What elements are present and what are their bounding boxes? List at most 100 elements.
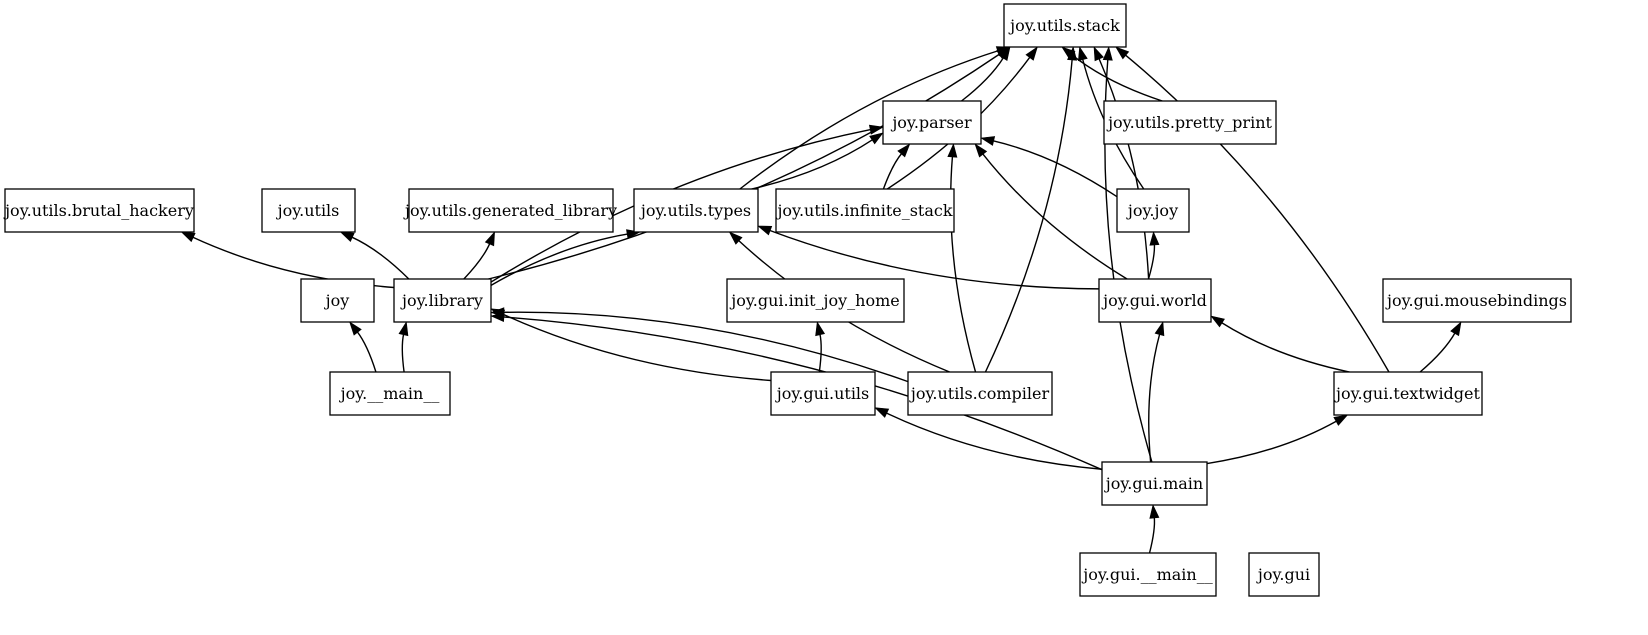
- node-box: [408, 188, 614, 233]
- node-box: [393, 278, 492, 323]
- node-joy-gui-main[interactable]: joy.gui.main: [1101, 461, 1208, 506]
- node-joy-main[interactable]: joy.__main__: [329, 371, 451, 416]
- edge-joy-library-to-joy-utils: [351, 236, 410, 280]
- node-box: [1003, 3, 1127, 48]
- node-label: joy: [324, 291, 350, 310]
- node-joy-joy[interactable]: joy.joy: [1116, 188, 1190, 233]
- node-joy-utils-stack[interactable]: joy.utils.stack: [1003, 3, 1127, 48]
- node-box: [1079, 552, 1217, 597]
- node-box: [1116, 188, 1190, 233]
- edge-joy-gui-world-to-joy-utils-types: [768, 229, 1100, 290]
- node-layer: joy.utils.stack joy.parser joy.utils.prett…: [3, 3, 1572, 597]
- node-label: joy.parser: [890, 113, 972, 132]
- edge-joy-gui-textwidget-to-joy-gui-mousebindings: [1419, 332, 1456, 373]
- arrow-head-icon: [1149, 231, 1160, 246]
- edge-joy-main-to-joy-library: [401, 333, 405, 373]
- node-joy-utils-generated-library[interactable]: joy.utils.generated_library: [403, 188, 617, 233]
- node-label: joy.utils.types: [639, 201, 751, 220]
- arrow-head-icon: [980, 136, 996, 146]
- node-joy[interactable]: joy: [300, 278, 375, 323]
- node-label: joy.gui.main: [1104, 474, 1203, 493]
- node-box: [907, 371, 1053, 416]
- edge-joy-utils-compiler-to-joy-utils-stack: [984, 58, 1073, 373]
- node-box: [1103, 100, 1277, 145]
- edge-joy-utils-compiler-to-joy-library: [502, 311, 909, 383]
- node-joy-gui-main[interactable]: joy.gui.__main__: [1079, 552, 1217, 597]
- node-joy-gui-mousebindings[interactable]: joy.gui.mousebindings: [1382, 278, 1572, 323]
- node-joy-library[interactable]: joy.library: [393, 278, 492, 323]
- edge-joy-gui-main-to-joy-gui-world: [1148, 333, 1161, 463]
- node-joy-utils-infinite-stack[interactable]: joy.utils.infinite_stack: [775, 188, 955, 233]
- arrow-head-icon: [1154, 321, 1165, 337]
- edge-joy-gui-world-to-joy-utils-stack: [1098, 57, 1150, 280]
- node-box: [633, 188, 759, 233]
- node-joy-utils[interactable]: joy.utils: [261, 188, 356, 233]
- edge-joy-utils-types-to-joy-parser: [751, 138, 874, 190]
- node-box: [1101, 461, 1208, 506]
- node-joy-gui[interactable]: joy.gui: [1248, 552, 1320, 597]
- node-joy-utils-pretty-print[interactable]: joy.utils.pretty_print: [1103, 100, 1277, 145]
- arrow-head-icon: [1025, 46, 1038, 61]
- edge-joy-library-to-joy-utils-types: [490, 233, 629, 286]
- node-label: joy.utils.generated_library: [403, 201, 617, 220]
- edge-joy-gui-utils-to-joy-gui-init-joy-home: [818, 333, 822, 373]
- node-joy-gui-world[interactable]: joy.gui.world: [1098, 278, 1212, 323]
- node-label: joy.library: [400, 291, 483, 310]
- edge-joy-joy-to-joy-parser: [992, 140, 1118, 198]
- edge-joy-gui-main-to-joy-gui-textwidget: [1206, 420, 1338, 465]
- node-box: [1098, 278, 1212, 323]
- arrow-head-icon: [398, 321, 409, 337]
- edge-joy-gui-main-to-joy-gui-main: [1148, 516, 1156, 554]
- arrow-head-icon: [728, 231, 743, 245]
- node-joy-gui-utils[interactable]: joy.gui.utils: [770, 371, 876, 416]
- arrow-head-icon: [868, 124, 884, 135]
- node-joy-gui-textwidget[interactable]: joy.gui.textwidget: [1333, 371, 1483, 416]
- node-box: [775, 188, 955, 233]
- node-label: joy.joy: [1126, 201, 1178, 220]
- node-label: joy.gui.textwidget: [1334, 384, 1480, 403]
- node-joy-utils-compiler[interactable]: joy.utils.compiler: [907, 371, 1053, 416]
- arrow-head-icon: [1093, 46, 1104, 62]
- arrow-head-icon: [1115, 46, 1130, 60]
- node-box: [300, 278, 375, 323]
- edge-joy-utils-types-to-joy-utils-stack: [739, 49, 999, 190]
- arrow-head-icon: [1149, 504, 1160, 519]
- arrow-head-icon: [1102, 46, 1113, 61]
- node-box: [329, 371, 451, 416]
- node-label: joy.__main__: [339, 384, 440, 403]
- arrow-head-icon: [339, 231, 355, 243]
- node-label: joy.gui.init_joy_home: [729, 291, 900, 310]
- edge-joy-gui-main-to-joy-gui-utils: [885, 412, 1103, 470]
- node-box: [1382, 278, 1572, 323]
- arrow-head-icon: [1067, 46, 1078, 61]
- node-joy-utils-brutal-hackery[interactable]: joy.utils.brutal_hackery: [3, 188, 195, 233]
- edge-joy-utils-compiler-to-joy-parser: [949, 155, 977, 373]
- node-label: joy.gui.world: [1101, 291, 1207, 310]
- node-joy-parser[interactable]: joy.parser: [882, 100, 982, 145]
- arrow-head-icon: [349, 321, 362, 336]
- arrow-head-icon: [869, 132, 884, 145]
- node-label: joy.utils.compiler: [909, 384, 1050, 403]
- node-joy-gui-init-joy-home[interactable]: joy.gui.init_joy_home: [726, 278, 905, 323]
- arrow-head-icon: [180, 231, 196, 243]
- edge-joy-parser-to-joy-utils-stack: [961, 56, 1005, 102]
- node-box: [882, 100, 982, 145]
- edge-joy-utils-pretty-print-to-joy-utils-stack: [1070, 53, 1163, 102]
- node-label: joy.utils.brutal_hackery: [3, 201, 194, 220]
- node-box: [726, 278, 905, 323]
- node-box: [770, 371, 876, 416]
- arrow-head-icon: [1210, 315, 1225, 328]
- node-joy-utils-types[interactable]: joy.utils.types: [633, 188, 759, 233]
- arrow-head-icon: [490, 312, 505, 323]
- node-label: joy.utils: [276, 201, 340, 220]
- arrow-head-icon: [974, 143, 988, 158]
- edge-joy-gui-world-to-joy-joy: [1147, 243, 1156, 280]
- arrow-head-icon: [995, 46, 1011, 56]
- edge-joy-gui-textwidget-to-joy-utils-stack: [1124, 54, 1390, 373]
- node-label: joy.gui.__main__: [1081, 565, 1212, 584]
- edge-joy-utils-infinite-stack-to-joy-parser: [882, 152, 903, 190]
- node-box: [261, 188, 356, 233]
- node-label: joy.gui.mousebindings: [1385, 291, 1567, 310]
